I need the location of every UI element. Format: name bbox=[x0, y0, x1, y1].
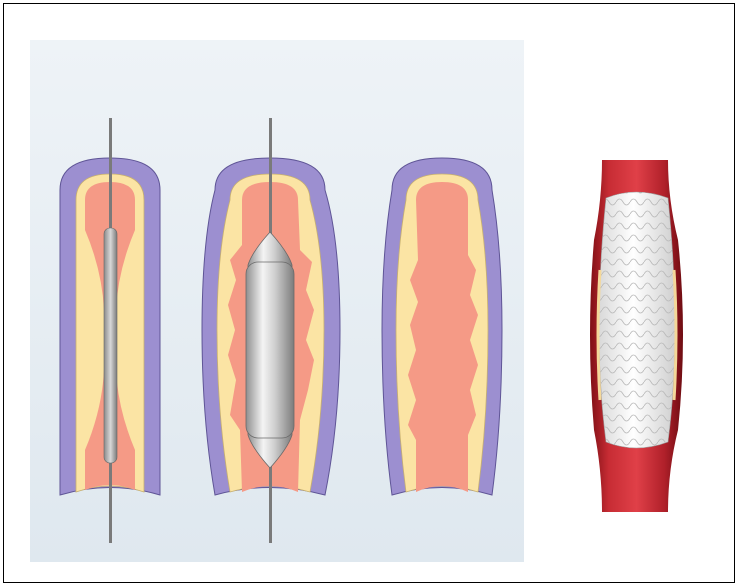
stage-3-artery bbox=[382, 158, 502, 495]
stage-1-artery bbox=[60, 118, 160, 543]
deflated-balloon bbox=[104, 228, 117, 463]
angioplasty-illustration bbox=[30, 40, 524, 562]
stage-2-artery bbox=[202, 118, 340, 543]
lumen bbox=[408, 182, 478, 492]
stent-illustration bbox=[588, 160, 688, 512]
